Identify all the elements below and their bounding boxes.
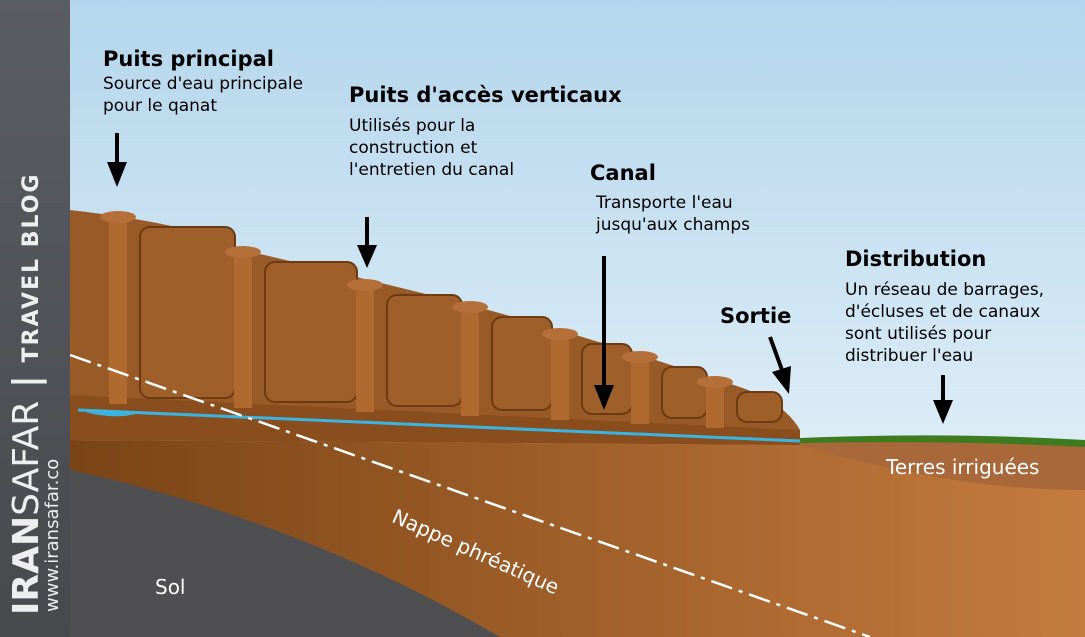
access-shaft xyxy=(109,215,127,404)
water-source xyxy=(85,412,140,417)
exit-title: Sortie xyxy=(720,304,792,328)
canal-title: Canal xyxy=(590,161,656,185)
earth-panel xyxy=(386,294,463,407)
arrow-down-icon xyxy=(107,162,127,187)
main-shaft-desc: Source d'eau principale xyxy=(103,74,304,94)
access-shaft xyxy=(234,250,252,408)
separator: | xyxy=(6,374,47,389)
shaft-mound xyxy=(347,279,383,291)
canal-desc: jusqu'aux champs xyxy=(596,215,750,235)
soil-label: Sol xyxy=(155,575,186,599)
distribution-desc: distribuer l'eau xyxy=(845,346,974,366)
watermark-sidebar: IRANSAFAR | TRAVEL BLOG www.iransafar.co xyxy=(0,0,70,637)
distribution-title: Distribution xyxy=(845,247,987,271)
brand-logo: IRANSAFAR | TRAVEL BLOG xyxy=(6,172,47,615)
shaft-mound xyxy=(225,246,261,258)
water-table-line xyxy=(69,353,871,637)
arrow-down-icon xyxy=(594,385,614,410)
earth-panel xyxy=(491,316,553,411)
irrigated-land-label: Terres irriguées xyxy=(886,455,1040,479)
arrow-down-icon xyxy=(357,245,377,268)
irrigated-land xyxy=(800,441,1085,490)
access-desc: construction et xyxy=(349,138,478,158)
brand-light: SAFAR xyxy=(6,400,47,516)
access-shafts-title: Puits d'accès verticaux xyxy=(349,83,622,107)
shaft-mound xyxy=(100,211,136,223)
distribution-desc: d'écluses et de canaux xyxy=(845,302,1041,322)
main-shaft-title: Puits principal xyxy=(103,47,274,71)
canal-desc: Transporte l'eau xyxy=(596,193,733,213)
vertical-shafts xyxy=(100,211,783,428)
water-channel xyxy=(77,408,801,443)
access-shaft xyxy=(706,380,724,428)
access-shaft xyxy=(551,332,569,420)
website-url: www.iransafar.co xyxy=(42,458,63,612)
access-desc: Utilisés pour la xyxy=(349,116,476,136)
access-shaft xyxy=(356,283,374,412)
main-shaft-desc: pour le qanat xyxy=(103,96,218,116)
distribution-desc: Un réseau de barrages, xyxy=(845,280,1045,300)
distribution-desc: sont utilisés pour xyxy=(845,324,992,344)
grass-strip xyxy=(800,435,1085,447)
access-shaft xyxy=(461,305,479,416)
earth-panel xyxy=(661,366,708,419)
brand-bold: IRAN xyxy=(6,515,47,615)
tagline: TRAVEL BLOG xyxy=(19,172,44,363)
access-desc: l'entretien du canal xyxy=(349,160,515,180)
shaft-mound xyxy=(452,301,488,313)
shaft-mound xyxy=(622,351,658,363)
shaft-mound xyxy=(697,376,733,388)
soil-layer xyxy=(70,470,500,637)
arrow-down-icon xyxy=(933,400,953,424)
access-shaft xyxy=(631,355,649,424)
earth-panel xyxy=(264,261,358,403)
earth-panel xyxy=(139,226,236,399)
arrow-down-icon xyxy=(772,366,791,394)
shaft-mound xyxy=(542,328,578,340)
earth-panel xyxy=(736,391,783,423)
arrows xyxy=(107,133,953,424)
